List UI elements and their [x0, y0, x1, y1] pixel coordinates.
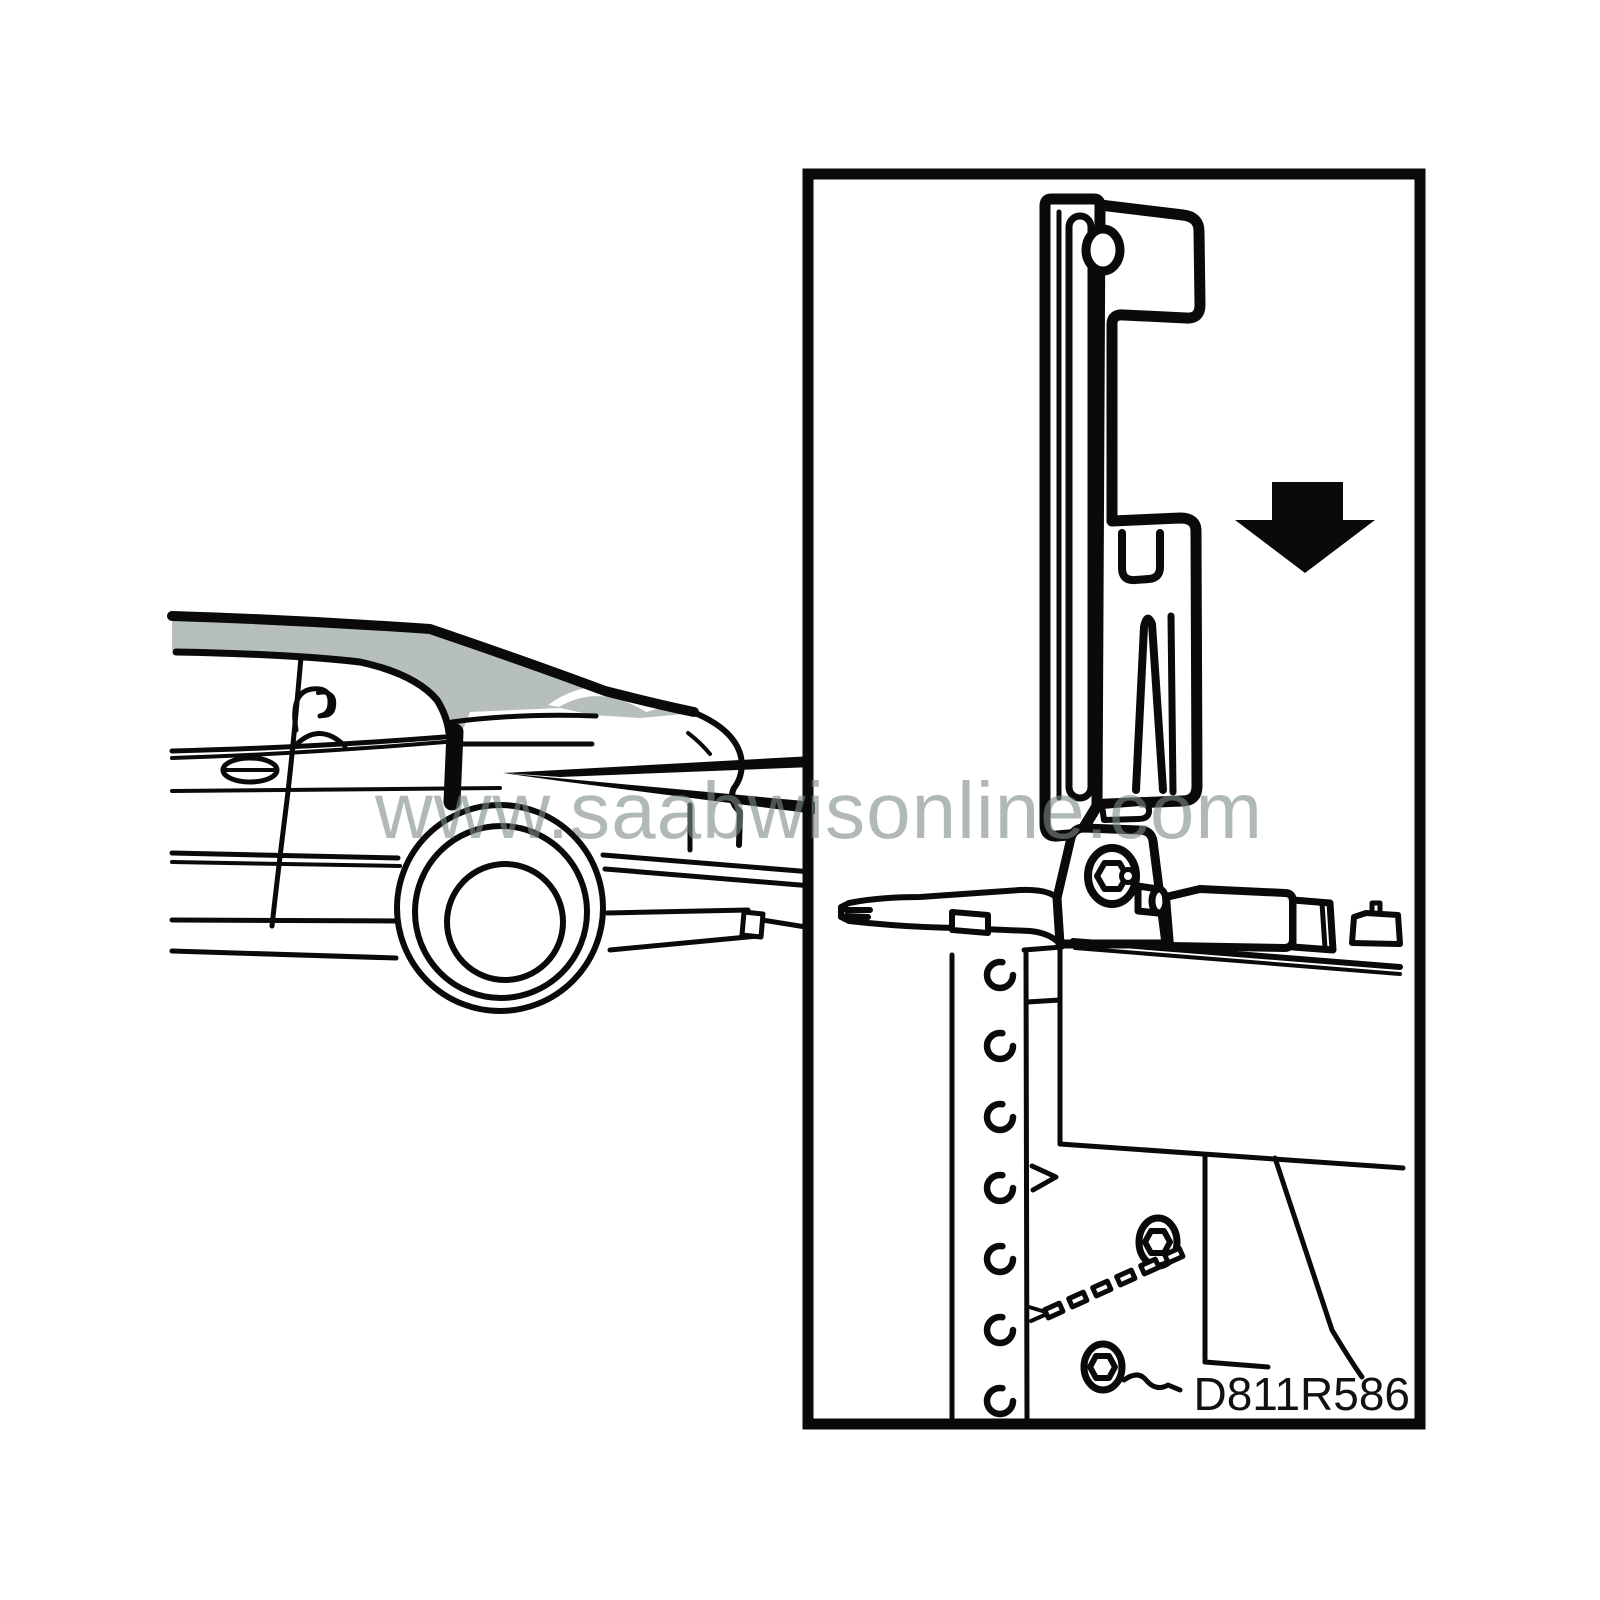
tail-crease [686, 731, 712, 756]
rocker-line [169, 948, 399, 961]
down-arrow-icon [1235, 482, 1375, 573]
wedge-upper-stroke [503, 756, 813, 777]
shelf-line-lower [1073, 946, 1402, 976]
chain-dash-line [1042, 1245, 1186, 1321]
seam-hole [983, 1313, 1017, 1347]
wheel-hub-circle [444, 861, 566, 983]
seam-hole [983, 1384, 1017, 1418]
rail-notch [949, 909, 991, 936]
seam-hole [983, 1171, 1017, 1205]
seam-hole [983, 1242, 1017, 1276]
seam-hole [983, 958, 1017, 992]
watermark: www.saabwisonline.com [374, 766, 1263, 855]
bracket-tool [1039, 193, 1206, 842]
lower-structure [1042, 1153, 1365, 1394]
headrest-bracket [316, 690, 337, 718]
spine-slot [1065, 212, 1095, 802]
beltline-lower [170, 740, 447, 760]
strip-top-joint [1021, 944, 1065, 1005]
lower-crease-lower [170, 860, 402, 868]
hinge-pedestal [1052, 823, 1171, 949]
deck-seam-line [449, 712, 599, 725]
wavy-mark [1121, 1372, 1183, 1393]
seam-hole [983, 1100, 1017, 1134]
seatback-arc [290, 731, 348, 751]
figure-code: D811R586 [1193, 1368, 1410, 1420]
hook-inner-edge [1118, 529, 1164, 585]
inner-panel-slant [1272, 1155, 1365, 1380]
stud-end [1119, 867, 1137, 885]
flange-bolt-upper-hex [1142, 1228, 1173, 1256]
detail-inset-panel: D811R586 [802, 168, 1426, 1430]
panel-diagonal-line [1057, 1141, 1406, 1171]
strip-right-line [1023, 949, 1030, 1421]
window-top-line [172, 648, 453, 737]
flange-bolt-lower-hex [1087, 1353, 1118, 1381]
v-slot-edge-line [1167, 612, 1177, 796]
rail-arm-endcap [838, 900, 873, 924]
sill-line [169, 917, 401, 924]
roof-edge-line [167, 611, 699, 717]
rail-block-2-line [1319, 900, 1328, 951]
bumper-strip-bottom [602, 866, 815, 889]
car-illustration [167, 611, 815, 1014]
location-marker-bar [443, 723, 464, 811]
seam-chevron-mark [1029, 1163, 1059, 1193]
valance-top-line [604, 907, 751, 916]
beltline-upper [169, 734, 448, 754]
seam-strip [949, 943, 1406, 1421]
lower-crease-upper [169, 850, 401, 861]
seam-hole [983, 1029, 1017, 1063]
body-rail [838, 885, 1403, 976]
rail-arm-top [846, 886, 1060, 906]
inner-panel-shelf [1202, 1359, 1271, 1370]
valance-bottom-line [607, 933, 761, 953]
callout-wedge [503, 756, 815, 814]
rail-block-1 [1162, 885, 1297, 952]
headrest-outline [292, 686, 333, 733]
bracket-bottom-lip [1099, 800, 1153, 823]
bracket-hole [1081, 224, 1125, 276]
hex-nut [1094, 860, 1130, 892]
exhaust-tip [739, 909, 766, 940]
bumper-strip-top [600, 852, 815, 875]
rail-end-pin [1369, 900, 1383, 916]
shelf-line-upper [1070, 938, 1403, 970]
v-slot [1132, 614, 1167, 794]
wedge-lower-stroke [503, 773, 815, 814]
rail-end-bracket [1349, 910, 1403, 947]
